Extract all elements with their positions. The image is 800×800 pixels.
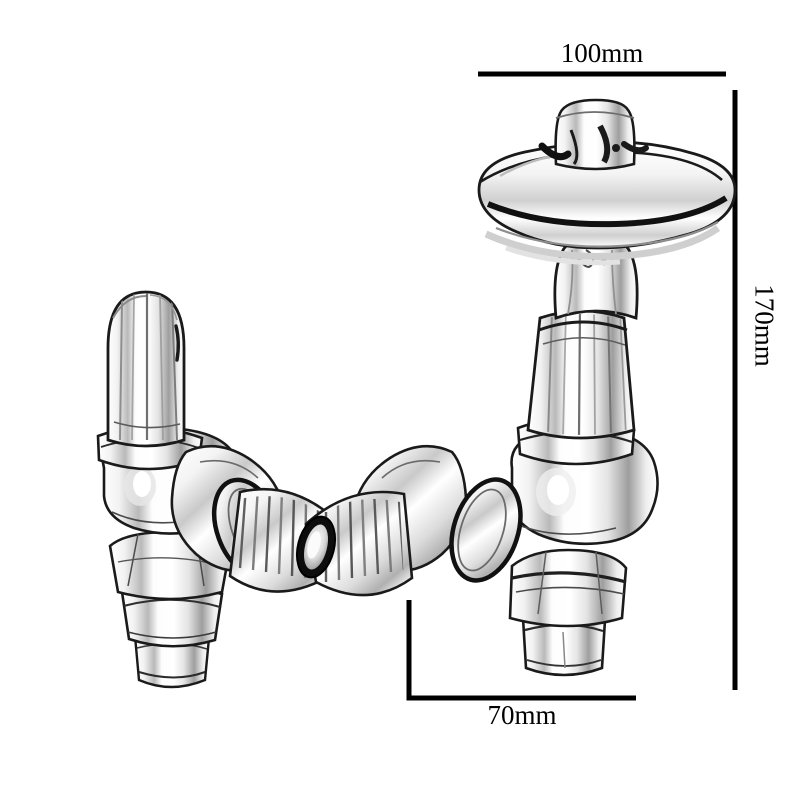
depth-dimension-bracket [406, 600, 636, 701]
collar-flutes [547, 314, 627, 435]
wheelhead-valve-right [295, 98, 737, 677]
threaded-outlet-right [295, 490, 414, 597]
union-nut-right [449, 477, 523, 583]
head-boss-right [538, 98, 649, 171]
depth-dimension-label: 70mm [487, 700, 557, 730]
wheel-head-right [477, 140, 737, 266]
head-stem-right [553, 236, 639, 320]
width-dimension-label: 100mm [560, 38, 644, 68]
lockshield-valve-left [96, 290, 348, 689]
fluted-collar-right [526, 309, 636, 440]
hex-nut-right [508, 548, 628, 628]
height-dimension-label: 170mm [749, 284, 780, 367]
domed-cap-left [106, 290, 186, 448]
